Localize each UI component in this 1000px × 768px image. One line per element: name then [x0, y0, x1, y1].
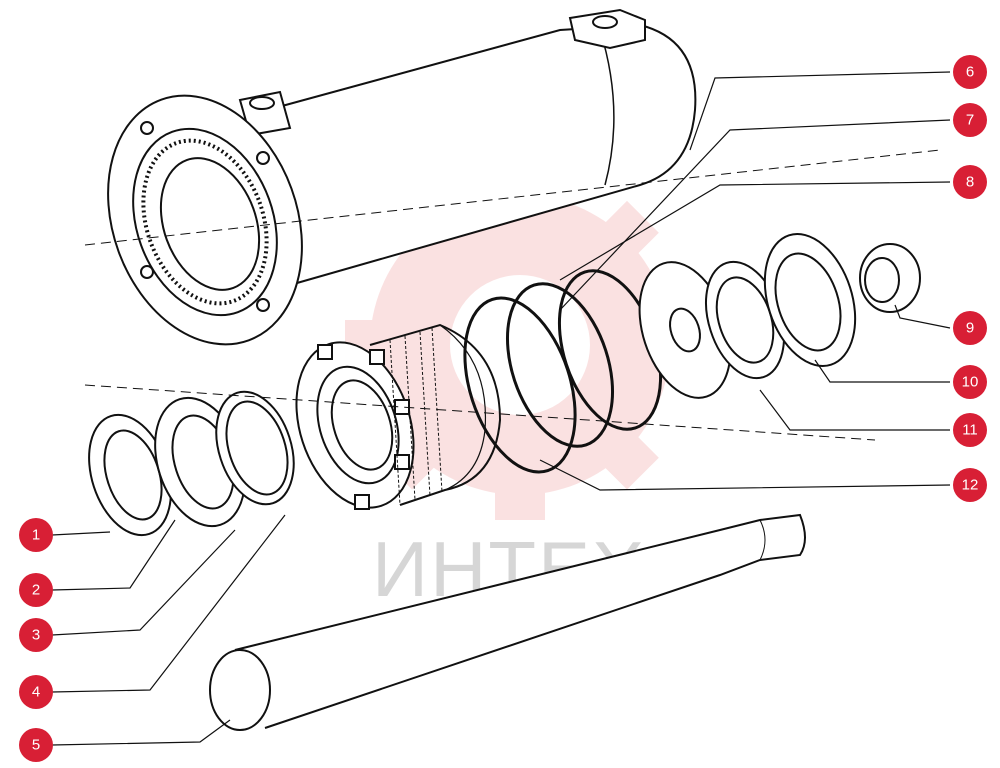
gland-nut [295, 341, 415, 510]
callout-9: 9 [953, 311, 987, 345]
svg-text:1: 1 [32, 527, 40, 544]
callout-11: 11 [953, 413, 987, 447]
o-ring-7 [505, 282, 615, 448]
callout-7: 7 [953, 103, 987, 137]
callout-2: 2 [19, 573, 53, 607]
svg-text:8: 8 [966, 174, 974, 191]
svg-text:4: 4 [32, 684, 40, 701]
cylinder-barrel [107, 8, 697, 346]
axis-lines [84, 149, 941, 441]
svg-text:12: 12 [962, 477, 979, 494]
callout-12: 12 [953, 468, 987, 502]
svg-text:7: 7 [966, 112, 974, 129]
callout-10: 10 [953, 365, 987, 399]
callout-4: 4 [19, 675, 53, 709]
svg-text:3: 3 [32, 627, 40, 644]
callout-6: 6 [953, 55, 987, 89]
svg-text:2: 2 [32, 582, 40, 599]
svg-text:9: 9 [966, 320, 974, 337]
callout-8: 8 [953, 165, 987, 199]
piston-nut [859, 243, 921, 313]
svg-text:6: 6 [966, 64, 974, 81]
svg-text:5: 5 [32, 737, 40, 754]
svg-text:11: 11 [962, 422, 978, 439]
callout-1: 1 [19, 518, 53, 552]
callout-5: 5 [19, 728, 53, 762]
callout-badges: 1 2 3 4 5 6 7 8 9 10 11 12 [19, 55, 987, 762]
callout-3: 3 [19, 618, 53, 652]
piston [763, 233, 857, 367]
back-up-ring [215, 390, 295, 506]
piston-rod [209, 513, 806, 731]
leader-lines [51, 71, 951, 746]
svg-text:10: 10 [962, 374, 979, 391]
